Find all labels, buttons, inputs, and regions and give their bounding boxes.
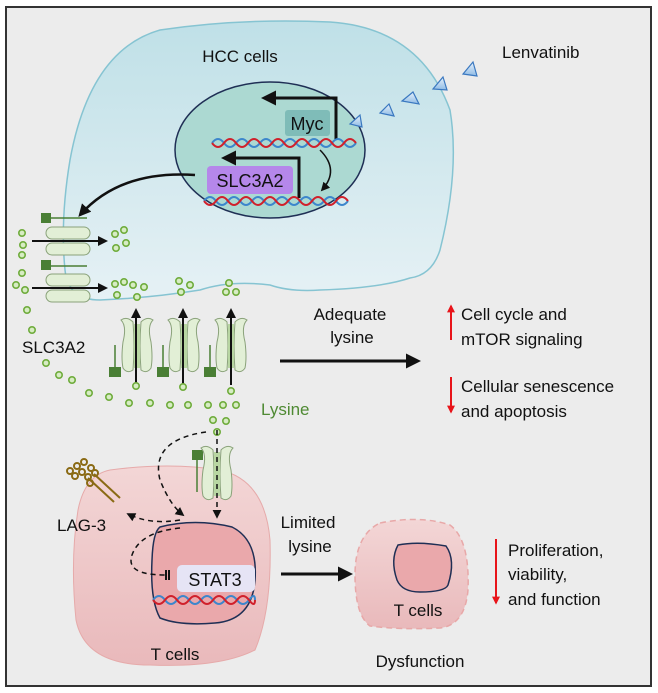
lenvatinib-label: Lenvatinib — [502, 43, 580, 62]
lysine-dot — [22, 305, 31, 314]
t-cells-label: T cells — [151, 645, 200, 664]
lysine-dot — [129, 280, 138, 289]
dna-helix-slc3a2 — [203, 196, 349, 206]
slc3a2-transcription-arrow — [221, 150, 301, 198]
lysine-dot — [120, 277, 129, 286]
lysine-dot — [219, 400, 228, 409]
lysine-dot — [111, 230, 120, 239]
lysine-dot — [12, 280, 21, 289]
triangle-icon — [461, 60, 478, 77]
lysine-dot — [113, 290, 122, 299]
triangle-icon — [400, 91, 421, 105]
dysfunction-effect-line3: and function — [508, 590, 601, 609]
lysine-dot — [140, 282, 149, 291]
lysine-dot — [17, 268, 26, 277]
lag3-receptor-icon — [66, 458, 121, 503]
lysine-dot — [27, 325, 36, 334]
slc3a2-gene-box — [207, 166, 293, 194]
effect-up-line1: Cell cycle and — [461, 305, 567, 324]
myc-transcription-arrow — [261, 90, 338, 140]
lysine-dot — [111, 279, 120, 288]
t-cell-lysine-transporter — [192, 445, 234, 501]
effect-down-line1: Cellular senescence — [461, 377, 614, 396]
lysine-dot — [184, 400, 193, 409]
lysine-dot — [85, 388, 94, 397]
lysine-dot — [209, 415, 218, 424]
lysine-dot — [222, 416, 231, 425]
lysine-dot — [175, 276, 184, 285]
effect-down-line2: and apoptosis — [461, 402, 567, 421]
dysfunctional-t-cells-label: T cells — [394, 601, 443, 620]
lysine-dot — [120, 226, 129, 235]
lysine-dot — [125, 398, 134, 407]
lysine-dot — [132, 381, 141, 390]
lysine-label: Lysine — [261, 400, 310, 419]
adequate-lysine-label-line1: Adequate — [314, 305, 387, 324]
dna-helix-myc — [211, 138, 357, 148]
lysine-dot — [133, 292, 142, 301]
lysine-dot — [105, 392, 114, 401]
dysfunction-effect-line1: Proliferation, — [508, 541, 603, 560]
lysine-dot — [17, 229, 26, 238]
lysine-dot — [54, 370, 63, 379]
dna-helix-stat3 — [152, 595, 256, 605]
slc3a2-transporter-label: SLC3A2 — [22, 338, 85, 357]
lysine-dot — [204, 400, 213, 409]
lysine-dot — [20, 285, 29, 294]
slc3a2-transporter-left-1 — [32, 213, 108, 256]
lysine-dot — [146, 398, 155, 407]
slc3a2-transporter-left-2 — [32, 260, 108, 303]
slc3a2-transporter-bottom-2 — [157, 308, 201, 385]
lysine-dot — [232, 287, 241, 296]
adequate-lysine-label-line2: lysine — [330, 328, 373, 347]
myc-gene-label: Myc — [291, 114, 324, 134]
stat3-inhibition-dashed-line — [130, 527, 181, 576]
slc3a2-translocation-arrow — [78, 173, 196, 217]
lysine-dot — [222, 287, 231, 296]
lag3-label: LAG-3 — [57, 516, 106, 535]
lysine-dot — [186, 280, 195, 289]
slc3a2-transporter-bottom-3 — [204, 308, 248, 385]
stat3-gene-label: STAT3 — [188, 570, 241, 590]
stat3-gene-box — [177, 565, 255, 592]
limited-lysine-label-line2: lysine — [288, 537, 331, 556]
myc-gene-box — [285, 110, 330, 136]
lysine-dot — [225, 278, 234, 287]
dysfunction-label: Dysfunction — [376, 652, 465, 671]
hcc-cells-label: HCC cells — [202, 47, 278, 66]
dysfunctional-t-cell-nucleus — [393, 542, 453, 593]
effect-up-line2: mTOR signaling — [461, 330, 583, 349]
slc3a2-transporter-bottom-1 — [109, 308, 154, 385]
triangle-icon — [431, 75, 448, 91]
slc3a2-gene-label: SLC3A2 — [216, 171, 283, 191]
lysine-dot — [18, 241, 27, 250]
lysine-dot — [112, 244, 121, 253]
lag3-inhibition-dashed-arrow — [126, 513, 181, 523]
lysine-dot — [166, 400, 175, 409]
lysine-dot — [179, 382, 188, 391]
lenvatinib-molecules — [348, 60, 478, 128]
lysine-dot — [232, 400, 241, 409]
triangle-icon — [378, 102, 395, 117]
triangle-icon — [348, 113, 363, 128]
limited-lysine-label-line1: Limited — [281, 513, 336, 532]
lysine-dot — [177, 287, 186, 296]
lysine-dot — [17, 251, 26, 260]
lysine-dot — [122, 239, 131, 248]
dysfunction-effect-line2: viability, — [508, 565, 567, 584]
lysine-dot — [227, 386, 236, 395]
lysine-dot — [68, 375, 77, 384]
myc-activates-slc3a2-arrow — [319, 149, 332, 192]
lysine-dot — [41, 358, 50, 367]
